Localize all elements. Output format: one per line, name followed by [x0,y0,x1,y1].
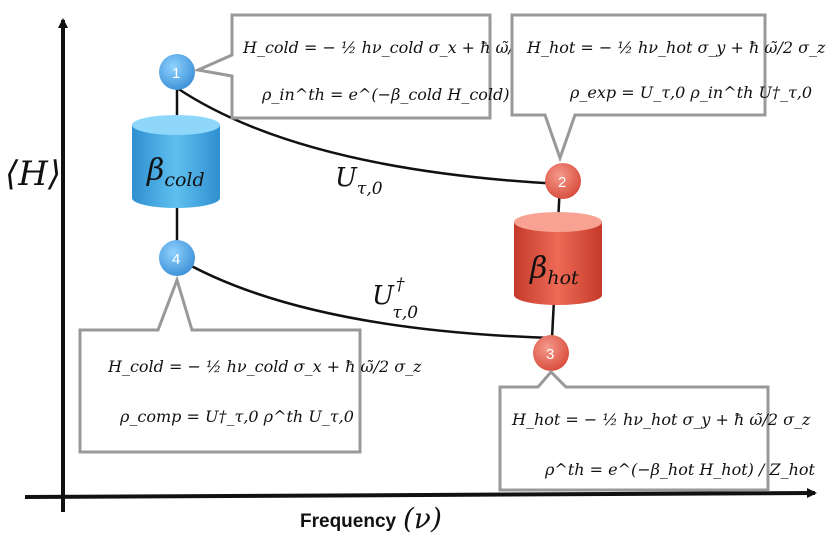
node-1-label: 1 [172,65,180,82]
box4-hamiltonian: H_cold = − ½ hν_cold σ_x + ħ ω̃/2 σ_z [107,357,422,376]
node-2-label: 2 [558,174,566,191]
node-1: 1 [159,54,195,90]
box1-density-matrix: ρ_in^th = e^(−β_cold H_cold) / Z_cold [261,85,578,104]
callout-box-4: H_cold = − ½ hν_cold σ_x + ħ ω̃/2 σ_z ρ_… [78,275,422,454]
x-axis-label: Frequency [300,511,397,532]
hot-reservoir-label: βhot [529,251,579,289]
callout-box-1: H_cold = − ½ hν_cold σ_x + ħ ω̃/2 σ_z ρ_… [192,13,578,120]
node-2: 2 [545,163,581,199]
transition-bottom-superscript: † [396,275,405,295]
cold-reservoir-label: βcold [146,153,205,191]
callout-box-2: H_hot = − ½ hν_hot σ_y + ħ ω̃/2 σ_z ρ_ex… [510,13,826,163]
cold-reservoir-subscript: cold [164,169,204,191]
cycle-bottom-curve [176,256,553,340]
box1-hamiltonian: H_cold = − ½ hν_cold σ_x + ħ ω̃/2 σ_z [242,38,557,57]
node-3: 3 [533,335,569,371]
box2-hamiltonian: H_hot = − ½ hν_hot σ_y + ħ ω̃/2 σ_z [526,38,826,57]
hot-reservoir-subscript: hot [547,267,579,289]
y-axis-label: ⟨H⟩ [5,154,61,194]
x-axis-symbol: (ν) [403,502,442,533]
callout-box-3: H_hot = − ½ hν_hot σ_y + ħ ω̃/2 σ_z ρ^th… [498,369,816,492]
x-axis [24,488,817,499]
transition-top-subscript: τ,0 [357,179,383,199]
box3-hamiltonian: H_hot = − ½ hν_hot σ_y + ħ ω̃/2 σ_z [511,410,811,429]
box3-density-matrix: ρ^th = e^(−β_hot H_hot) / Z_hot [544,460,816,479]
node-4: 4 [159,240,195,276]
box2-density-matrix: ρ_exp = U_τ,0 ρ_in^th U†_τ,0 [569,83,812,102]
node-4-label: 4 [172,251,180,268]
cycle-top-curve [176,86,561,186]
cold-reservoir: βcold [132,115,220,208]
transition-top-label: Uτ,0 [335,163,383,199]
box4-density-matrix: ρ_comp = U†_τ,0 ρ^th U_τ,0 [119,407,354,426]
transition-bottom-label: U†τ,0 [372,275,418,323]
node-3-label: 3 [546,346,554,363]
transition-bottom-subscript: τ,0 [392,303,418,323]
hot-reservoir: βhot [514,212,602,305]
